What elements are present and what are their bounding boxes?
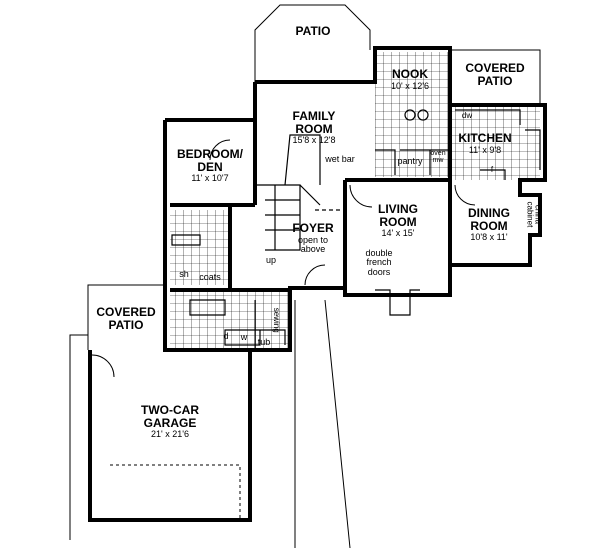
covered-patio-right-label: COVERED PATIO [465,61,525,88]
nook-tile-floor [375,52,450,177]
foyer-label: FOYER open to above [292,222,333,254]
tub-note: tub [257,337,271,347]
garage-label: TWO-CAR GARAGE 21' x 21'6 [141,404,199,440]
foyer-note: open to above [297,234,329,255]
thin-outlines [69,4,541,548]
dining-room-dim: 10'8 x 11' [470,232,508,243]
bedroom-den-label: BEDROOM/ DEN 11' x 10'7 [177,148,243,184]
foyer-name: FOYER [292,221,334,235]
dishwasher-note: dw [461,111,473,120]
dryer-note: d [223,331,229,341]
covered-patio-left-label: COVERED PATIO [96,305,156,332]
kitchen-dim: 11' x 9'8 [468,144,502,155]
kitchen-name: KITCHEN [458,131,512,145]
living-room-dim: 14' x 15' [381,228,415,239]
door-swings [91,139,476,378]
double-french-doors-note: double french doors [365,248,393,277]
family-room-dim: 15'8 x 12'8 [292,135,336,146]
kitchen-label: KITCHEN 11' x 9'8 [458,132,511,155]
bedroom-den-dim: 11' x 10'7 [191,173,229,184]
shower-note: sh [179,269,189,279]
living-room-name: LIVING ROOM [377,202,419,229]
interior-details [171,109,541,346]
patio-top-label: PATIO [295,24,331,38]
bedroom-den-name: BEDROOM/ DEN [177,147,243,174]
china-cabinet-note: china cabinet [525,201,543,228]
wet-bar-note: wet bar [325,154,355,164]
kitchen-tile-floor [450,105,540,180]
walls [88,46,547,522]
coats-closet-note: coats [199,272,221,282]
garage-dim: 21' x 21'6 [151,429,189,440]
dining-room-name: DINING ROOM [468,206,510,233]
sewing-note: sewing [272,307,282,333]
nook-label: NOOK 10' x 12'6 [391,68,429,91]
family-room-label: FAMILY ROOM 15'8 x 12'8 [293,110,336,146]
nook-dim: 10' x 12'6 [391,80,429,91]
garage-name: TWO-CAR GARAGE [141,403,199,430]
nook-name: NOOK [392,67,428,81]
dining-room-label: DINING ROOM 10'8 x 11' [468,207,510,243]
fridge-note: f [490,165,494,174]
stairs-up-note: up [265,255,277,265]
washer-note: w [240,332,248,342]
pantry-note: pantry [397,156,423,166]
living-room-label: LIVING ROOM 14' x 15' [378,203,418,239]
family-room-name: FAMILY ROOM [292,109,336,136]
oven-note: oven mw [430,150,446,165]
bath-tile-floor [170,210,230,285]
